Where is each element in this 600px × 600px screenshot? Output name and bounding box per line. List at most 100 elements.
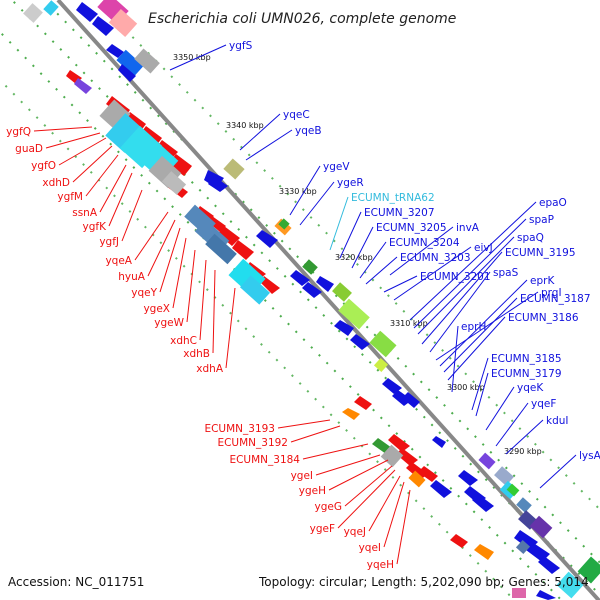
gene-label-ygef: ygeF <box>310 523 335 535</box>
gene-label-ecumn_3185-leader-line <box>471 357 489 411</box>
gene-label-inva-leader-line <box>389 226 454 276</box>
gene-label-ecumn_3179: ECUMN_3179 <box>491 368 562 380</box>
gene-label-yqek: yqeK <box>517 382 544 394</box>
gene-label-ecumn_3205: ECUMN_3205 <box>376 222 447 234</box>
gene-label-eprk-leader-line <box>439 279 528 367</box>
gene-label-yger-leader-line <box>299 181 335 226</box>
gene-label-inva: invA <box>456 222 480 234</box>
map-title: Escherichia coli UMN026, complete genome <box>148 11 456 27</box>
gene-label-yqei-leader-line <box>383 481 405 548</box>
gene-label-ygeh-leader-line <box>328 459 389 491</box>
gene-label-eivj: eivJ <box>474 242 493 254</box>
gene-label-yqef: yqeF <box>531 398 556 410</box>
gene-label-ygeg-leader-line <box>344 465 393 507</box>
gene-label-hyua: hyuA <box>118 271 146 283</box>
gene-label-ygew-leader-line <box>186 249 196 323</box>
gene-label-xdhb-leader-line <box>212 269 216 354</box>
gene-label-ecumn_3201-leader-line <box>383 275 418 293</box>
gene-label-ecumn_3179-leader-line <box>475 372 489 417</box>
gene-label-yqec-leader-line <box>239 113 281 151</box>
gene-label-ygfq-leader-line <box>33 126 93 132</box>
gene-label-xdha-leader-line <box>225 287 236 369</box>
kbp-label: 3310 kbp <box>390 319 428 328</box>
gene-label-ecumn_3185: ECUMN_3185 <box>491 353 562 365</box>
gene-label-spaq: spaQ <box>517 232 544 244</box>
gene-label-prgi: prgI <box>541 287 562 299</box>
gene-label-ygef-leader-line <box>337 469 396 529</box>
gene-label-ecumn_3204: ECUMN_3204 <box>389 237 460 249</box>
gene-label-ecumn_3184: ECUMN_3184 <box>229 454 300 466</box>
gene-label-ecumn_3187: ECUMN_3187 <box>520 293 591 305</box>
gene-label-ygev: ygeV <box>323 161 350 173</box>
gene-label-yqea: yqeA <box>105 255 132 267</box>
gene-label-ygfj: ygfJ <box>99 236 119 248</box>
gene-label-ecumn_3195-leader-line <box>421 251 503 345</box>
gene-label-ygei: ygeI <box>291 470 313 482</box>
gene-label-ecumn_3195: ECUMN_3195 <box>505 247 576 259</box>
gene-label-spap: spaP <box>529 214 554 226</box>
gene-label-ecumn_trna62: ECUMN_tRNA62 <box>351 192 435 204</box>
gene-label-yqec: yqeC <box>283 109 310 121</box>
gene-label-ygfq: ygfQ <box>6 126 31 138</box>
gene-label-yger: ygeR <box>337 177 364 189</box>
gene-label-yqeb: yqeB <box>295 125 322 137</box>
gene-label-xdhc-leader-line <box>199 259 207 341</box>
gene-label-ecumn_3186-leader-line <box>447 316 506 381</box>
gene-label-guad-leader-line <box>45 132 101 149</box>
gene-label-ecumn_3192-leader-line <box>290 425 341 443</box>
gene-label-guad: guaD <box>15 143 43 155</box>
right-gene-leaders: ygfS yqeC yqeB ygeV ygeR ECUMN_tRNA62ECUMN_32… <box>169 40 600 489</box>
gene-label-eivj-leader-line <box>393 246 472 301</box>
gene-label-eprk: eprK <box>530 275 555 287</box>
gene-label-kdui: kduI <box>546 415 569 427</box>
gene-label-ecumn_3193: ECUMN_3193 <box>204 423 275 435</box>
gene-label-yqeh: yqeH <box>367 559 394 571</box>
topology-label: Topology: circular; Length: 5,202,090 bp… <box>258 575 589 589</box>
gene-label-yqey-leader-line <box>159 227 181 293</box>
kbp-label: 3340 kbp <box>226 121 264 130</box>
gene-label-yqeb-leader-line <box>245 129 293 161</box>
gene-label-ygfj-leader-line <box>121 189 143 242</box>
gene-label-spap-leader-line <box>413 218 527 329</box>
kbp-scale: 3350 kbp 3340 kbp 3330 kbp 3320 kbp 3310… <box>173 53 542 456</box>
accession-label: Accession: NC_011751 <box>8 575 144 589</box>
gene-label-ecumn_3204-leader-line <box>359 241 387 279</box>
gene-label-lysa-leader-line <box>539 454 577 489</box>
gene-label-xdha: xdhA <box>196 363 224 375</box>
left-gene-leaders: ygfQguaDygfOxdhDygfMssnAygfKygfJyqeAhyuA… <box>6 126 411 571</box>
gene-label-ygew: ygeW <box>154 317 184 329</box>
gene-label-ygfs: ygfS <box>229 40 253 52</box>
gene-label-ygfo: ygfO <box>31 160 56 172</box>
gene-label-xdhd-leader-line <box>72 145 113 183</box>
gene-label-ecumn_3207-leader-line <box>339 211 362 259</box>
kbp-label: 3350 kbp <box>173 53 211 62</box>
gene-label-ecumn_3203-leader-line <box>365 256 398 285</box>
gene-label-ygex: ygeX <box>143 303 170 315</box>
gene-label-ygfk: ygfK <box>83 221 108 233</box>
gene-label-ecumn_3207: ECUMN_3207 <box>364 207 435 219</box>
gene-label-ygeg: ygeG <box>315 501 342 513</box>
gene-label-ygfo-leader-line <box>58 137 107 166</box>
gene-features <box>23 0 600 600</box>
gene-label-yqei: yqeI <box>359 542 381 554</box>
gene-label-ecumn_3192: ECUMN_3192 <box>217 437 288 449</box>
gene-label-ecumn_3184-leader-line <box>302 443 369 460</box>
gene-label-ygfk-leader-line <box>108 172 133 227</box>
gene-label-ygex-leader-line <box>172 237 187 309</box>
gene-label-ygev-leader-line <box>289 165 321 216</box>
gene-label-eprh: eprH <box>461 321 486 333</box>
kbp-label: 3290 kbp <box>504 447 542 456</box>
gene-label-ssna: ssnA <box>72 207 98 219</box>
genome-backbone <box>56 0 600 600</box>
gene-label-ecumn_trna62-leader-line <box>329 196 349 251</box>
gene-label-epao: epaO <box>539 197 567 209</box>
gene-label-ygfs-leader-line <box>169 44 227 71</box>
gene-label-ecumn_3186: ECUMN_3186 <box>508 312 579 324</box>
gene-label-yqef-leader-line <box>495 402 529 447</box>
gene-label-yqej-leader-line <box>368 475 401 532</box>
gene-label-ssna-leader-line <box>99 164 127 213</box>
gene-label-kdui-leader-line <box>505 419 544 455</box>
gene-label-lysa: lysA <box>579 450 600 462</box>
